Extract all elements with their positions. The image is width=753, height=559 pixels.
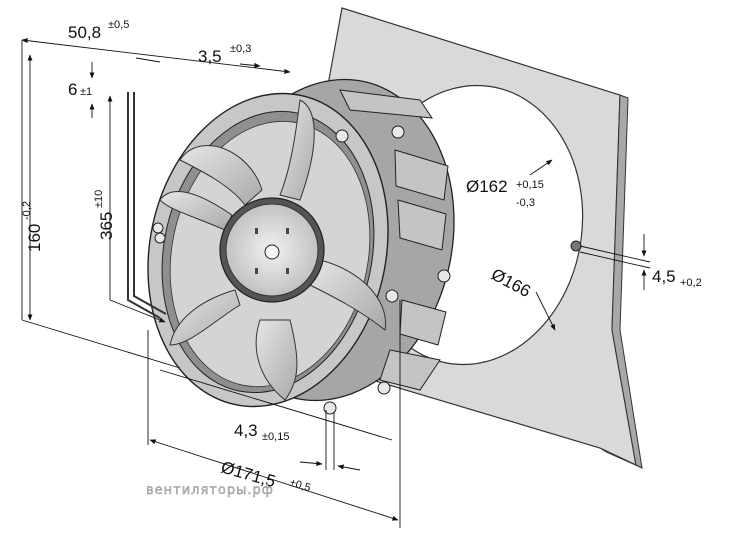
watermark: вентиляторы.рф [146, 483, 274, 498]
lead-wires [127, 92, 167, 319]
dim-height-value: 160 [25, 224, 44, 252]
dim-depth-value: 50,8 [68, 23, 101, 42]
dim-wire-offset: 6 ±1 [68, 80, 92, 99]
dim-cutout: Ø162 +0,15 -0,3 [466, 177, 544, 209]
dim-cutout-tol-upper: +0,15 [516, 179, 544, 191]
dim-height: 160 -0,2 [21, 201, 44, 252]
dim-cable-length-tol: ±10 [93, 190, 105, 208]
dim-flange-tol: ±0,3 [230, 43, 251, 55]
dim-height-tol: -0,2 [21, 201, 33, 220]
dim-cable-length: 365 ±10 [93, 190, 116, 240]
hub [219, 197, 325, 303]
dim-wire-offset-value: 6 [68, 80, 77, 99]
impeller [159, 99, 387, 401]
dim-diameter-tol: ±0,5 [288, 477, 312, 494]
dim-depth-tol: ±0,5 [108, 19, 129, 31]
dim-hole-tol: +0,2 [680, 277, 702, 289]
dim-mount-hole: 4,3 ±0,15 [234, 421, 289, 443]
dim-cutout-value: Ø162 [466, 177, 508, 196]
dimension-lines [21, 38, 651, 528]
dim-mount-hole-value: 4,3 [234, 421, 258, 440]
dim-flange: 3,5 ±0,3 [198, 43, 251, 66]
dim-cable-length-value: 365 [97, 212, 116, 240]
dim-mount-hole-tol: ±0,15 [262, 431, 289, 443]
dim-flange-value: 3,5 [198, 47, 222, 66]
dim-wire-offset-tol: ±1 [80, 86, 92, 98]
dim-hole-value: 4,5 [652, 267, 676, 286]
dim-depth: 50,8 ±0,5 [68, 19, 129, 42]
dim-hole: 4,5 +0,2 [652, 267, 702, 289]
dim-cutout-tol-lower: -0,3 [516, 197, 535, 209]
